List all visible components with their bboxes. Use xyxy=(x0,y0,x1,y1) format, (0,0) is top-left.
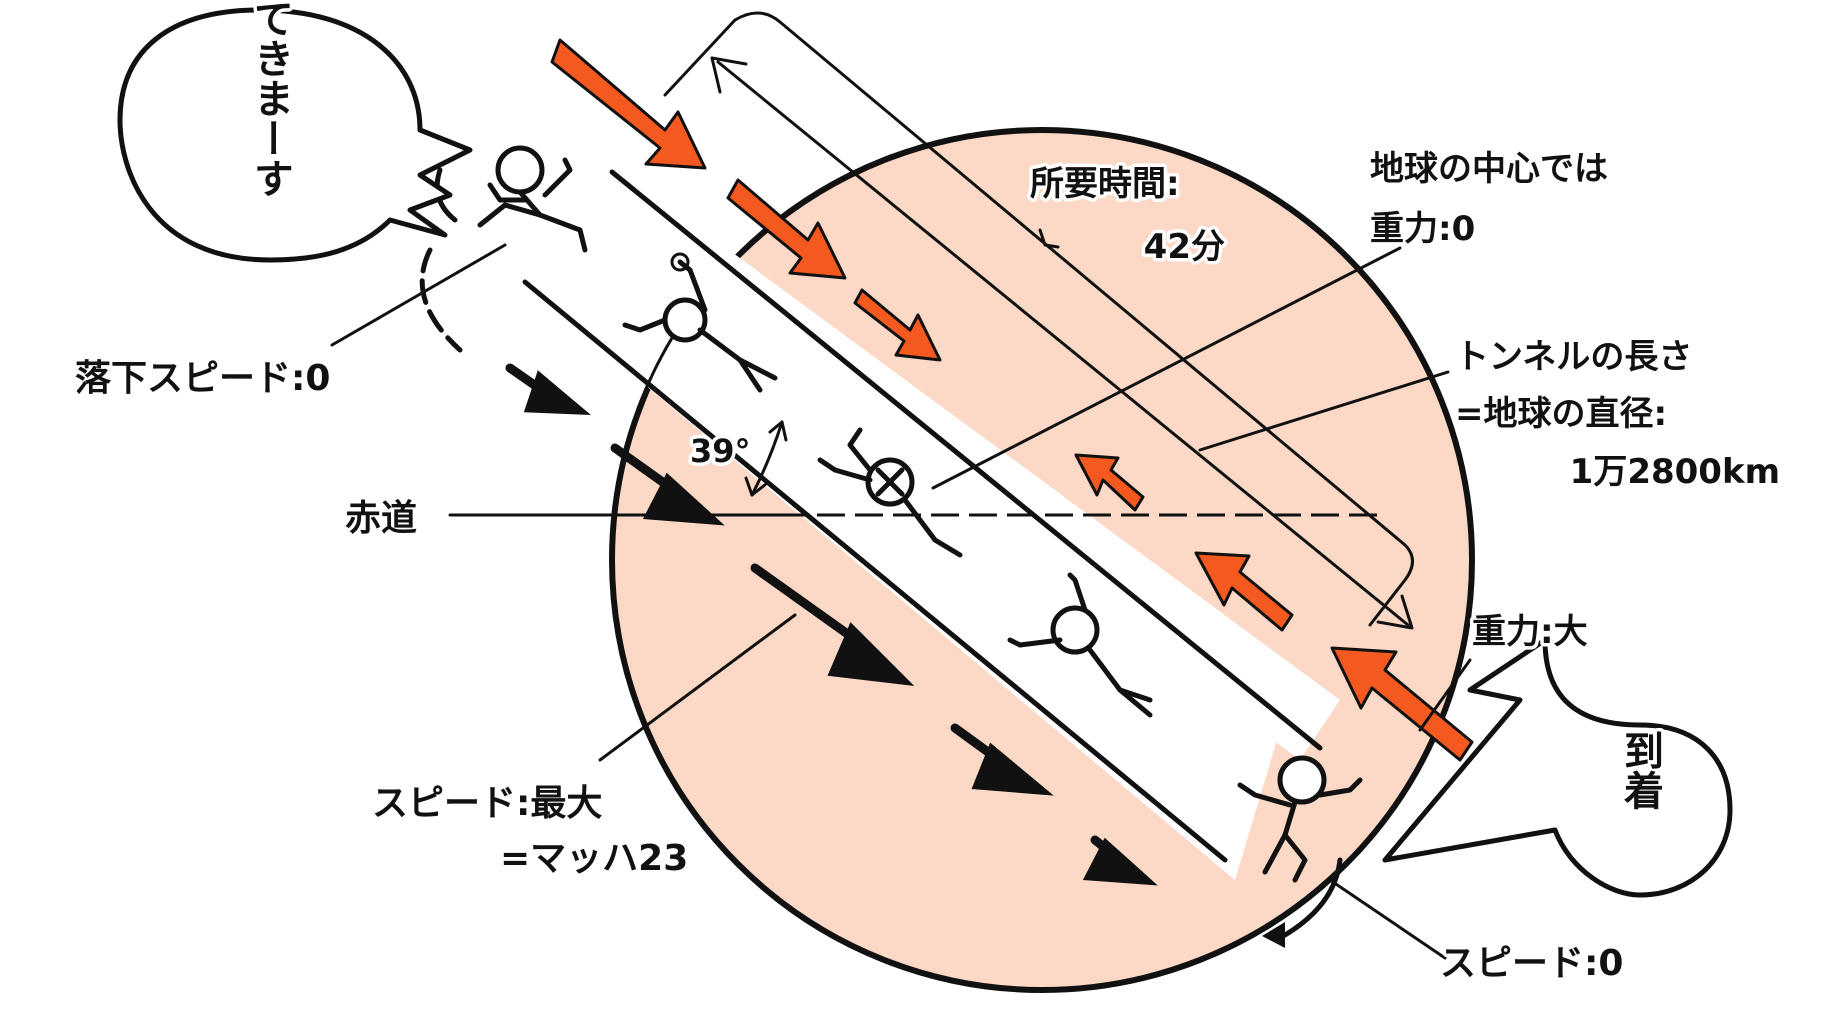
stick-figure-start xyxy=(419,145,588,353)
leader-lines xyxy=(330,243,1472,960)
angle-marker xyxy=(744,420,788,497)
label-time-required-1: 所要時間: xyxy=(1030,164,1180,204)
black-arrow-icon xyxy=(505,363,591,416)
stick-figure-falling-1 xyxy=(622,252,778,393)
label-speed-max-1: スピード:最大 xyxy=(372,783,602,824)
orange-arrow-icon xyxy=(726,178,847,280)
label-speed-end: スピード:0 xyxy=(1440,943,1623,984)
stick-figure-center xyxy=(817,427,963,558)
orange-arrow-icon xyxy=(1074,453,1145,512)
orange-arrow-icon xyxy=(1194,551,1294,632)
speech-bubble-depart: いってきまーす xyxy=(117,0,473,263)
orange-arrow-icon xyxy=(1330,646,1474,762)
black-arrow-icon xyxy=(950,723,1054,796)
motion-arrows xyxy=(505,363,1158,886)
time-bracket xyxy=(663,11,1414,627)
label-tunnel-length-1: トンネルの長さ xyxy=(1455,337,1692,377)
label-center-1: 地球の中心では xyxy=(1370,149,1608,189)
label-speed-max-2: =マッハ23 xyxy=(500,838,688,879)
tunnel-length-arrow xyxy=(710,56,1414,630)
label-gravity-strong: 重力:大 xyxy=(1472,612,1588,652)
stick-figure-icon xyxy=(495,145,545,195)
speech-bubble-arrive: 到着 xyxy=(1382,637,1733,898)
speech-arrive-text: 到着 xyxy=(1617,730,1664,810)
orange-arrow-icon xyxy=(853,288,942,362)
stick-figure-end xyxy=(1237,755,1363,948)
label-time-required-2: 42分 xyxy=(1144,227,1225,267)
black-arrow-icon xyxy=(750,563,915,686)
label-equator: 赤道 xyxy=(345,498,417,539)
label-tunnel-length-2: =地球の直径: xyxy=(1455,394,1667,434)
stick-figure-falling-2 xyxy=(1007,572,1153,718)
gravity-arrows xyxy=(550,38,1474,762)
speech-depart-text: いってきまーす xyxy=(247,0,293,198)
label-angle: 39° xyxy=(690,432,751,470)
label-fall-speed-start: 落下スピード:0 xyxy=(75,358,330,399)
orange-arrow-icon xyxy=(550,38,707,170)
black-arrow-icon xyxy=(610,443,725,526)
black-arrow-icon xyxy=(1082,835,1158,886)
label-tunnel-length-3: 1万2800km xyxy=(1570,452,1780,492)
label-center-2: 重力:0 xyxy=(1370,209,1475,249)
